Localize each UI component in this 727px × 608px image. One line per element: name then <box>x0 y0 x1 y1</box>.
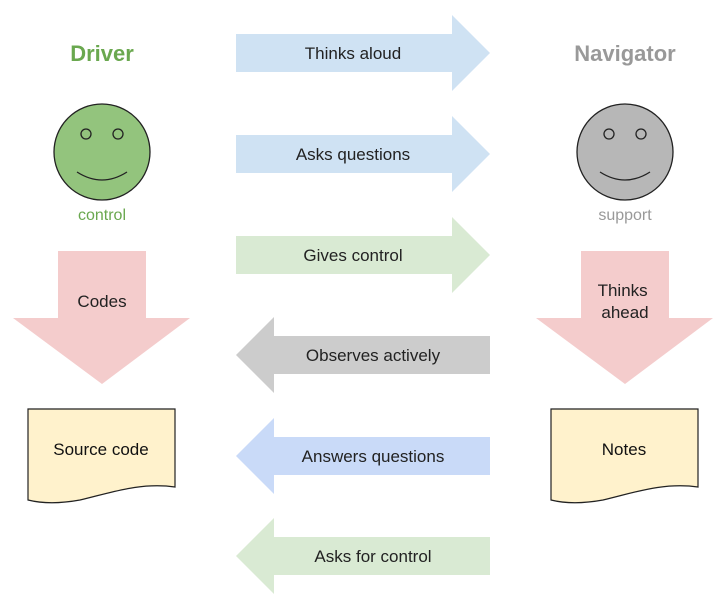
navigator-action-line-1: Thinks <box>598 281 648 300</box>
driver-smiley-icon <box>53 103 151 201</box>
arrow-asks-questions-label: Asks questions <box>296 145 410 164</box>
navigator-action-label: Thinks ahead <box>598 281 653 322</box>
arrow-observes-actively: Observes actively <box>236 317 490 393</box>
driver-action-label: Codes <box>77 292 126 311</box>
arrow-answers-questions-label: Answers questions <box>302 447 445 466</box>
navigator-down-arrow: Thinks ahead <box>536 251 713 384</box>
arrow-gives-control: Gives control <box>236 217 490 293</box>
arrow-gives-control-label: Gives control <box>303 246 402 265</box>
arrow-thinks-aloud-label: Thinks aloud <box>305 44 401 63</box>
navigator-subtitle: support <box>598 207 652 224</box>
notes-document: Notes <box>550 408 699 504</box>
driver-column: Driver control Codes Source code <box>13 41 190 504</box>
arrow-thinks-aloud: Thinks aloud <box>236 15 490 91</box>
navigator-action-line-2: ahead <box>601 303 648 322</box>
interaction-arrows: Thinks aloud Asks questions Gives contro… <box>236 15 490 594</box>
source-code-document: Source code <box>27 408 176 504</box>
driver-document-label: Source code <box>53 440 148 459</box>
arrow-asks-for-control-label: Asks for control <box>314 547 431 566</box>
arrow-answers-questions: Answers questions <box>236 418 490 494</box>
arrow-observes-actively-label: Observes actively <box>306 346 441 365</box>
driver-title: Driver <box>70 41 134 66</box>
arrow-asks-for-control: Asks for control <box>236 518 490 594</box>
navigator-column: Navigator support Thinks ahead Notes <box>536 41 713 504</box>
navigator-title: Navigator <box>574 41 676 66</box>
driver-down-arrow: Codes <box>13 251 190 384</box>
driver-subtitle: control <box>78 207 126 224</box>
arrow-asks-questions: Asks questions <box>236 116 490 192</box>
navigator-document-label: Notes <box>602 440 646 459</box>
navigator-smiley-icon <box>576 103 674 201</box>
